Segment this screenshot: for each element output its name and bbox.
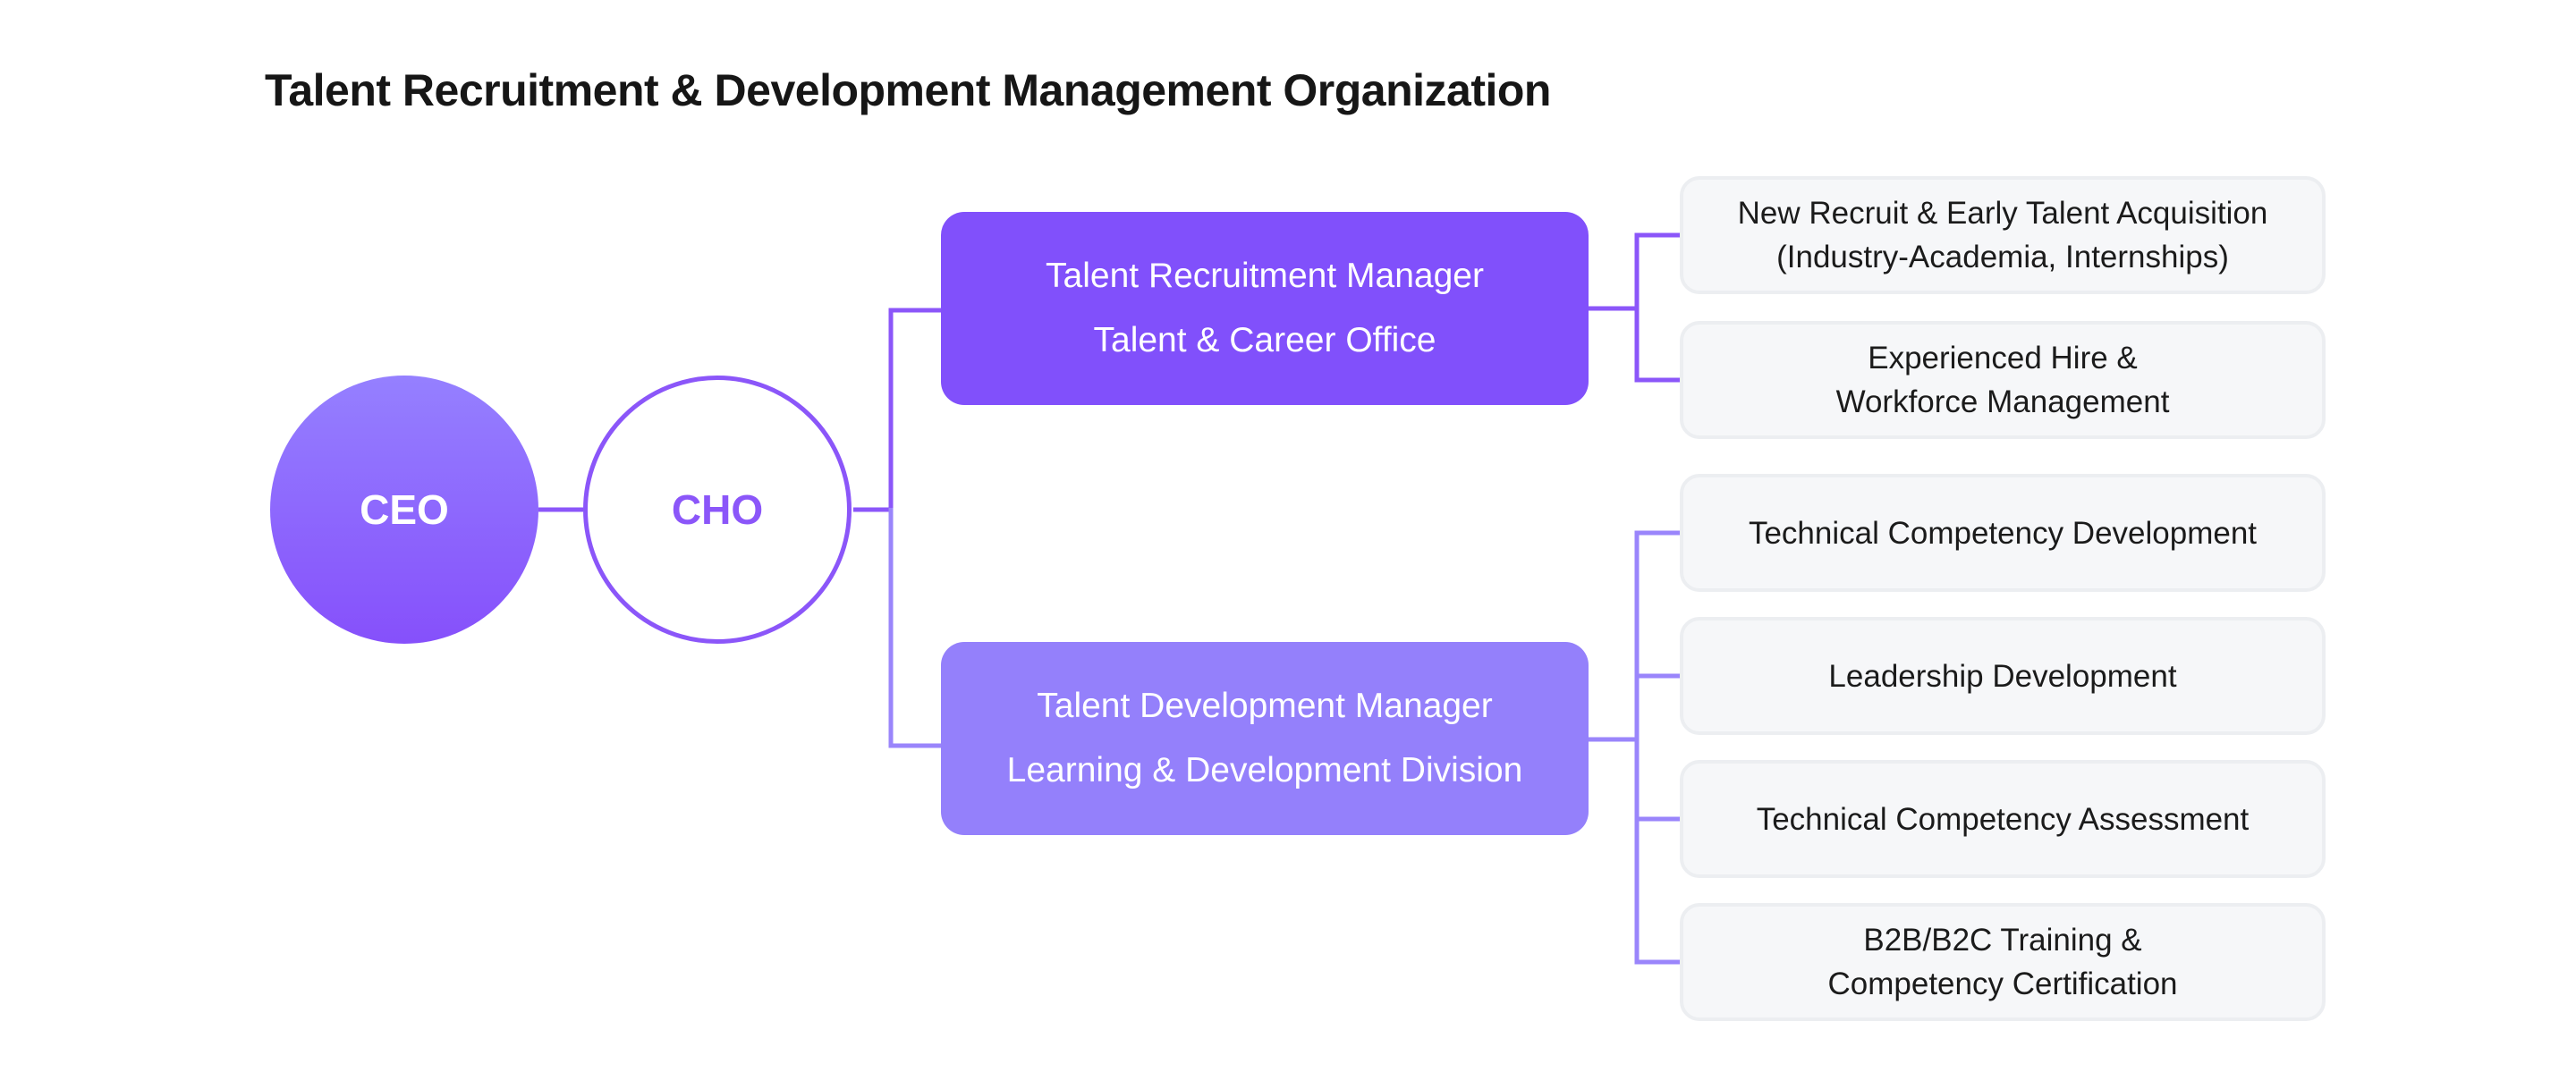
ceo-node: CEO <box>270 376 538 644</box>
development-manager-node: Talent Development Manager Learning & De… <box>941 642 1589 835</box>
cho-node: CHO <box>583 376 852 644</box>
leaf-label: B2B/B2C Training & Competency Certificat… <box>1827 923 2178 1001</box>
connector-cho-managers <box>853 308 941 512</box>
ceo-label: CEO <box>360 486 449 533</box>
recruitment-manager-office: Talent & Career Office <box>1093 321 1436 359</box>
development-manager-title: Talent Development Manager <box>1037 687 1493 725</box>
page-title: Talent Recruitment & Development Managem… <box>265 65 1551 115</box>
connector-manager-1-bracket <box>1634 232 1680 383</box>
connector-cho-manager-2 <box>888 508 941 748</box>
leaf-training-certification: B2B/B2C Training & Competency Certificat… <box>1680 903 2326 1021</box>
leaf-leadership-development: Leadership Development <box>1680 617 2326 735</box>
leaf-label: Leadership Development <box>1828 658 2177 694</box>
development-manager-division: Learning & Development Division <box>1006 751 1523 789</box>
leaf-label: Technical Competency Development <box>1748 515 2258 551</box>
cho-label: CHO <box>671 486 764 533</box>
leaf-label: Experienced Hire & Workforce Management <box>1835 341 2170 419</box>
leaf-experienced-hire: Experienced Hire & Workforce Management <box>1680 321 2326 439</box>
leaf-technical-competency-assessment: Technical Competency Assessment <box>1680 760 2326 878</box>
leaf-label: Technical Competency Assessment <box>1756 801 2250 837</box>
leaf-early-talent-acquisition: New Recruit & Early Talent Acquisition (… <box>1680 176 2326 294</box>
leaf-technical-competency-development: Technical Competency Development <box>1680 474 2326 592</box>
leaf-label: New Recruit & Early Talent Acquisition (… <box>1737 196 2268 274</box>
connector-manager-2-bracket <box>1634 530 1680 965</box>
recruitment-manager-node: Talent Recruitment Manager Talent & Care… <box>941 212 1589 405</box>
recruitment-manager-title: Talent Recruitment Manager <box>1046 257 1484 295</box>
